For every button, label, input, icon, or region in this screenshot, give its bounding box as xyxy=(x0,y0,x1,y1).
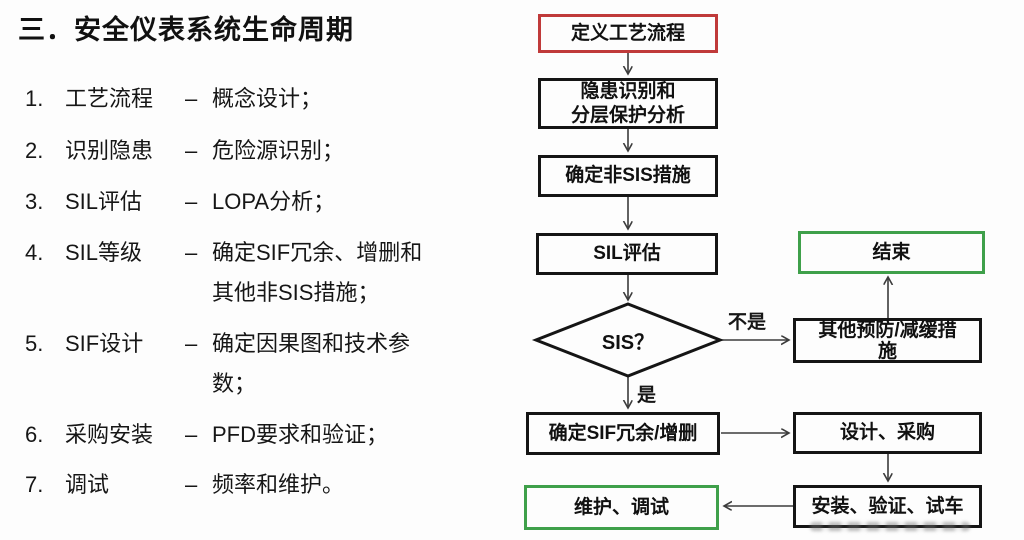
list-item-term: 工艺流程 xyxy=(65,86,154,111)
list-item-number: 1. xyxy=(25,86,44,111)
list-item-desc: LOPA分析； xyxy=(212,189,336,214)
list-item-desc: 危险源识别； xyxy=(212,138,345,163)
list-item-number: 3. xyxy=(25,189,44,214)
list-item-dash: – xyxy=(185,138,198,163)
list-item-desc: 确定因果图和技术参 数； xyxy=(212,331,411,396)
list-item-number: 6. xyxy=(25,422,44,447)
list-item-desc: PFD要求和验证； xyxy=(212,422,389,447)
list-item-number: 5. xyxy=(25,331,44,356)
flow-node-sil-assess: SIL评估 xyxy=(536,233,718,275)
branch-label-no: 不是 xyxy=(728,312,767,333)
list-item-term: SIL评估 xyxy=(65,189,143,214)
list-item-dash: – xyxy=(185,331,198,356)
flow-node-design-procure: 设计、采购 xyxy=(793,412,982,454)
flow-node-install-verify: 安装、验证、试车 xyxy=(793,485,982,528)
list-item-dash: – xyxy=(185,189,198,214)
list-item-dash: – xyxy=(185,472,198,497)
list-item-term: 识别隐患 xyxy=(65,138,154,163)
list-item-desc: 概念设计； xyxy=(212,86,323,111)
list-item-term: 采购安装 xyxy=(65,422,154,447)
list-item-term: SIL等级 xyxy=(65,240,143,265)
watermark-smudge xyxy=(810,522,970,531)
list-item-dash: – xyxy=(185,86,198,111)
list-item-dash: – xyxy=(185,240,198,265)
flow-node-end: 结束 xyxy=(798,231,985,274)
page-title: 三．安全仪表系统生命周期 xyxy=(18,15,354,45)
list-item-number: 2. xyxy=(25,138,44,163)
flow-node-maintain-commission: 维护、调试 xyxy=(524,485,719,530)
list-item-term: 调试 xyxy=(65,472,110,497)
flow-node-define-process: 定义工艺流程 xyxy=(538,14,718,53)
flow-node-other-measures: 其他预防/减缓措 施 xyxy=(793,318,982,363)
list-item-number: 7. xyxy=(25,472,44,497)
list-item-number: 4. xyxy=(25,240,44,265)
flow-node-non-sis: 确定非SIS措施 xyxy=(538,155,718,197)
list-item-dash: – xyxy=(185,422,198,447)
flow-node-sif-redundancy: 确定SIF冗余/增删 xyxy=(526,412,720,455)
list-item-term: SIF设计 xyxy=(65,331,144,356)
flow-node-hazard-lopa: 隐患识别和 分层保护分析 xyxy=(538,78,718,129)
list-item-desc: 确定SIF冗余、增删和 其他非SIS措施； xyxy=(212,240,423,305)
flow-node-sis-question: SIS？ xyxy=(601,331,655,354)
list-item-desc: 频率和维护。 xyxy=(212,472,345,497)
branch-label-yes: 是 xyxy=(637,385,657,406)
